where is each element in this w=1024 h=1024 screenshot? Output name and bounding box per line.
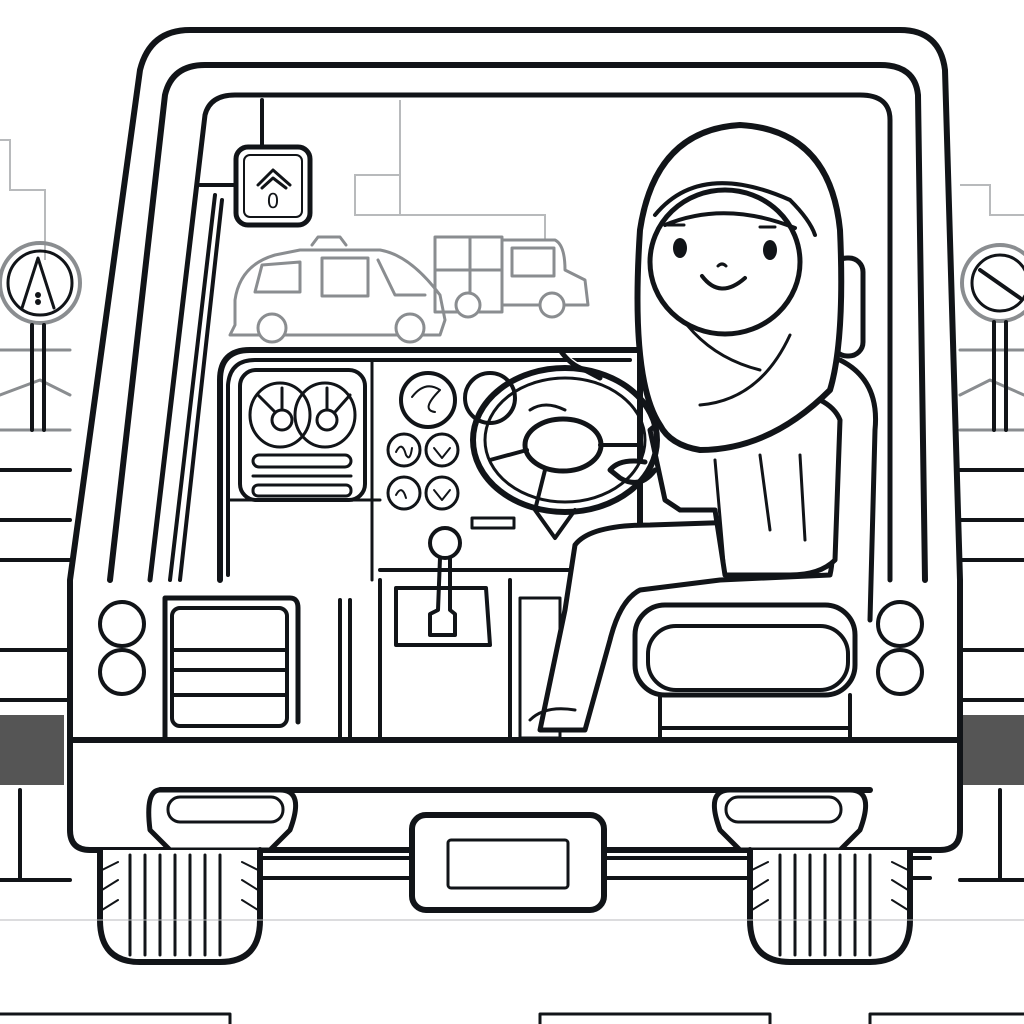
left-light-lower — [98, 648, 146, 696]
right-headlight — [711, 787, 869, 853]
hanging-mirror-sign: 0 — [233, 98, 313, 228]
guard-rail-right — [958, 348, 1024, 882]
gear-shift — [394, 526, 492, 647]
background-box-van — [433, 235, 590, 319]
driver-seat — [632, 255, 879, 742]
left-headlight — [146, 787, 299, 853]
warning-triangle-sign — [0, 241, 82, 432]
city-skyline — [0, 100, 1024, 260]
guard-rail-left — [0, 348, 72, 882]
steering-wheel — [470, 365, 660, 540]
license-plate — [409, 812, 607, 913]
mirror-glyph: 0 — [267, 189, 280, 213]
driver-woman — [528, 122, 845, 733]
road-markings — [0, 1012, 1024, 1024]
right-wheel — [747, 847, 913, 965]
bumper-band-right — [960, 715, 1024, 785]
right-eye — [763, 240, 777, 260]
left-eye — [673, 238, 687, 258]
front-bumper — [67, 737, 963, 913]
background-taxi — [228, 235, 447, 344]
vehicle-cab-frame — [67, 27, 963, 743]
right-lights — [876, 600, 924, 696]
dashboard — [217, 347, 643, 742]
gauge-cluster — [238, 368, 367, 502]
left-wheel — [97, 847, 263, 965]
smile — [700, 274, 747, 291]
bumper-band-left — [0, 715, 64, 785]
left-light-upper — [98, 600, 146, 648]
small-gauges — [386, 371, 517, 530]
no-entry-sign — [960, 243, 1024, 432]
left-door-panel — [98, 595, 352, 743]
